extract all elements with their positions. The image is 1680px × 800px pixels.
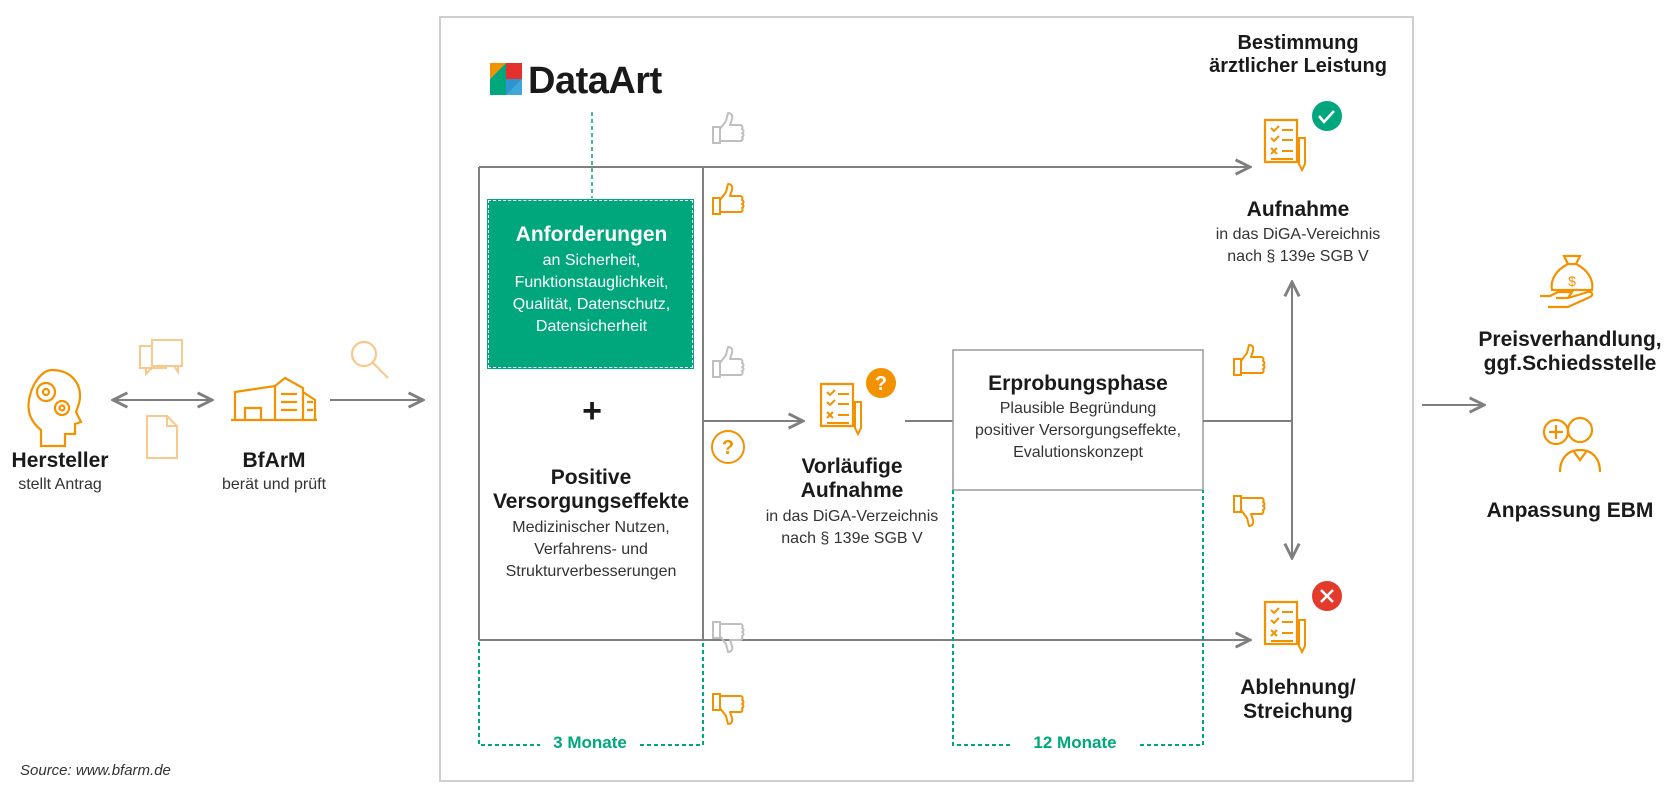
check-badge-icon [1312,101,1342,131]
question-icon: ? [711,430,745,464]
months-3-label: 3 Monate [540,733,640,753]
bracket-3-monate [478,642,704,746]
document-icon [146,415,178,459]
source-note: Source: www.bfarm.de [20,762,171,779]
positive-line: Verfahrens- und [534,541,648,558]
anforderungen-line: Funktionstauglichkeit, [514,274,669,291]
svg-text:?: ? [875,373,887,395]
svg-text:?: ? [722,437,734,459]
money-bag-hand-icon: $ [1540,254,1594,309]
erprobung-line: positiver Versorgungseffekte, [974,422,1182,439]
head-gears-icon [27,368,83,448]
positive-title: Versorgungseffekte [492,490,690,513]
erprobung-line: Plausible Begründung [999,400,1157,417]
ablehnung-title: Streichung [1243,700,1353,723]
ablehnung-title: Ablehnung/ [1240,676,1356,699]
thumbs-up-icon [712,112,745,144]
months-12-label: 12 Monate [1010,733,1140,753]
positive-line: Strukturverbesserungen [505,563,677,580]
hersteller-title: Hersteller [11,449,109,472]
cross-badge-icon [1312,581,1342,611]
anforderungen-line: Datensicherheit [535,318,648,335]
chat-bubbles-icon [139,339,183,377]
thumbs-down-icon [712,621,745,653]
anforderungen-line: Qualität, Datenschutz, [512,296,671,313]
plus-sign: + [582,392,602,430]
bestimmung-line: Bestimmung [1237,32,1359,54]
thumbs-down-icon [1233,495,1266,527]
erprobung-title: Erprobungsphase [988,372,1168,395]
main-frame [439,16,1414,782]
anforderungen-line: an Sicherheit, [542,252,641,269]
question-badge-icon: ? [866,368,896,398]
positive-line: Medizinischer Nutzen, [512,519,670,536]
ebm-title: Anpassung EBM [1486,499,1654,522]
svg-text:$: $ [1568,273,1576,289]
doctor-icon [1542,416,1602,473]
aufnahme-line: in das DiGA-Vereichnis [1215,226,1381,243]
checklist-icon [1263,600,1307,654]
thumbs-up-icon [712,346,745,378]
vorlaeufige-line: nach § 139e SGB V [781,530,923,547]
bfarm-sub: berät und prüft [221,476,327,493]
dataart-logo-mark [490,63,522,95]
bfarm-title: BfArM [242,449,306,472]
preis-title: Preisverhandlung, [1478,328,1662,351]
checklist-icon [819,382,863,436]
positive-title: Positive [550,466,632,489]
vorlaeufige-line: in das DiGA-Verzeichnis [765,508,939,525]
preis-title: ggf.Schiedsstelle [1483,352,1657,375]
aufnahme-title: Aufnahme [1246,198,1350,221]
magnifier-icon [350,340,389,379]
vorlaeufige-title: Aufnahme [800,479,904,502]
erprobung-box [952,349,1204,491]
hersteller-sub: stellt Antrag [18,476,102,493]
erprobung-line: Evalutionskonzept [1013,444,1143,461]
aufnahme-line: nach § 139e SGB V [1227,248,1369,265]
thumbs-down-icon [712,693,745,725]
thumbs-up-icon [712,183,745,215]
anforderungen-box: Anforderungen an Sicherheit, Funktionsta… [487,199,694,369]
anforderungen-title: Anforderungen [515,223,668,246]
checklist-icon [1263,118,1307,172]
bracket-12-monate [952,490,1204,746]
vorlaeufige-title: Vorläufige [801,455,903,478]
thumbs-up-icon [1233,344,1266,376]
bestimmung-line: ärztlicher Leistung [1209,55,1387,77]
building-icon [231,376,317,422]
dataart-wordmark: DataArt [528,60,662,102]
